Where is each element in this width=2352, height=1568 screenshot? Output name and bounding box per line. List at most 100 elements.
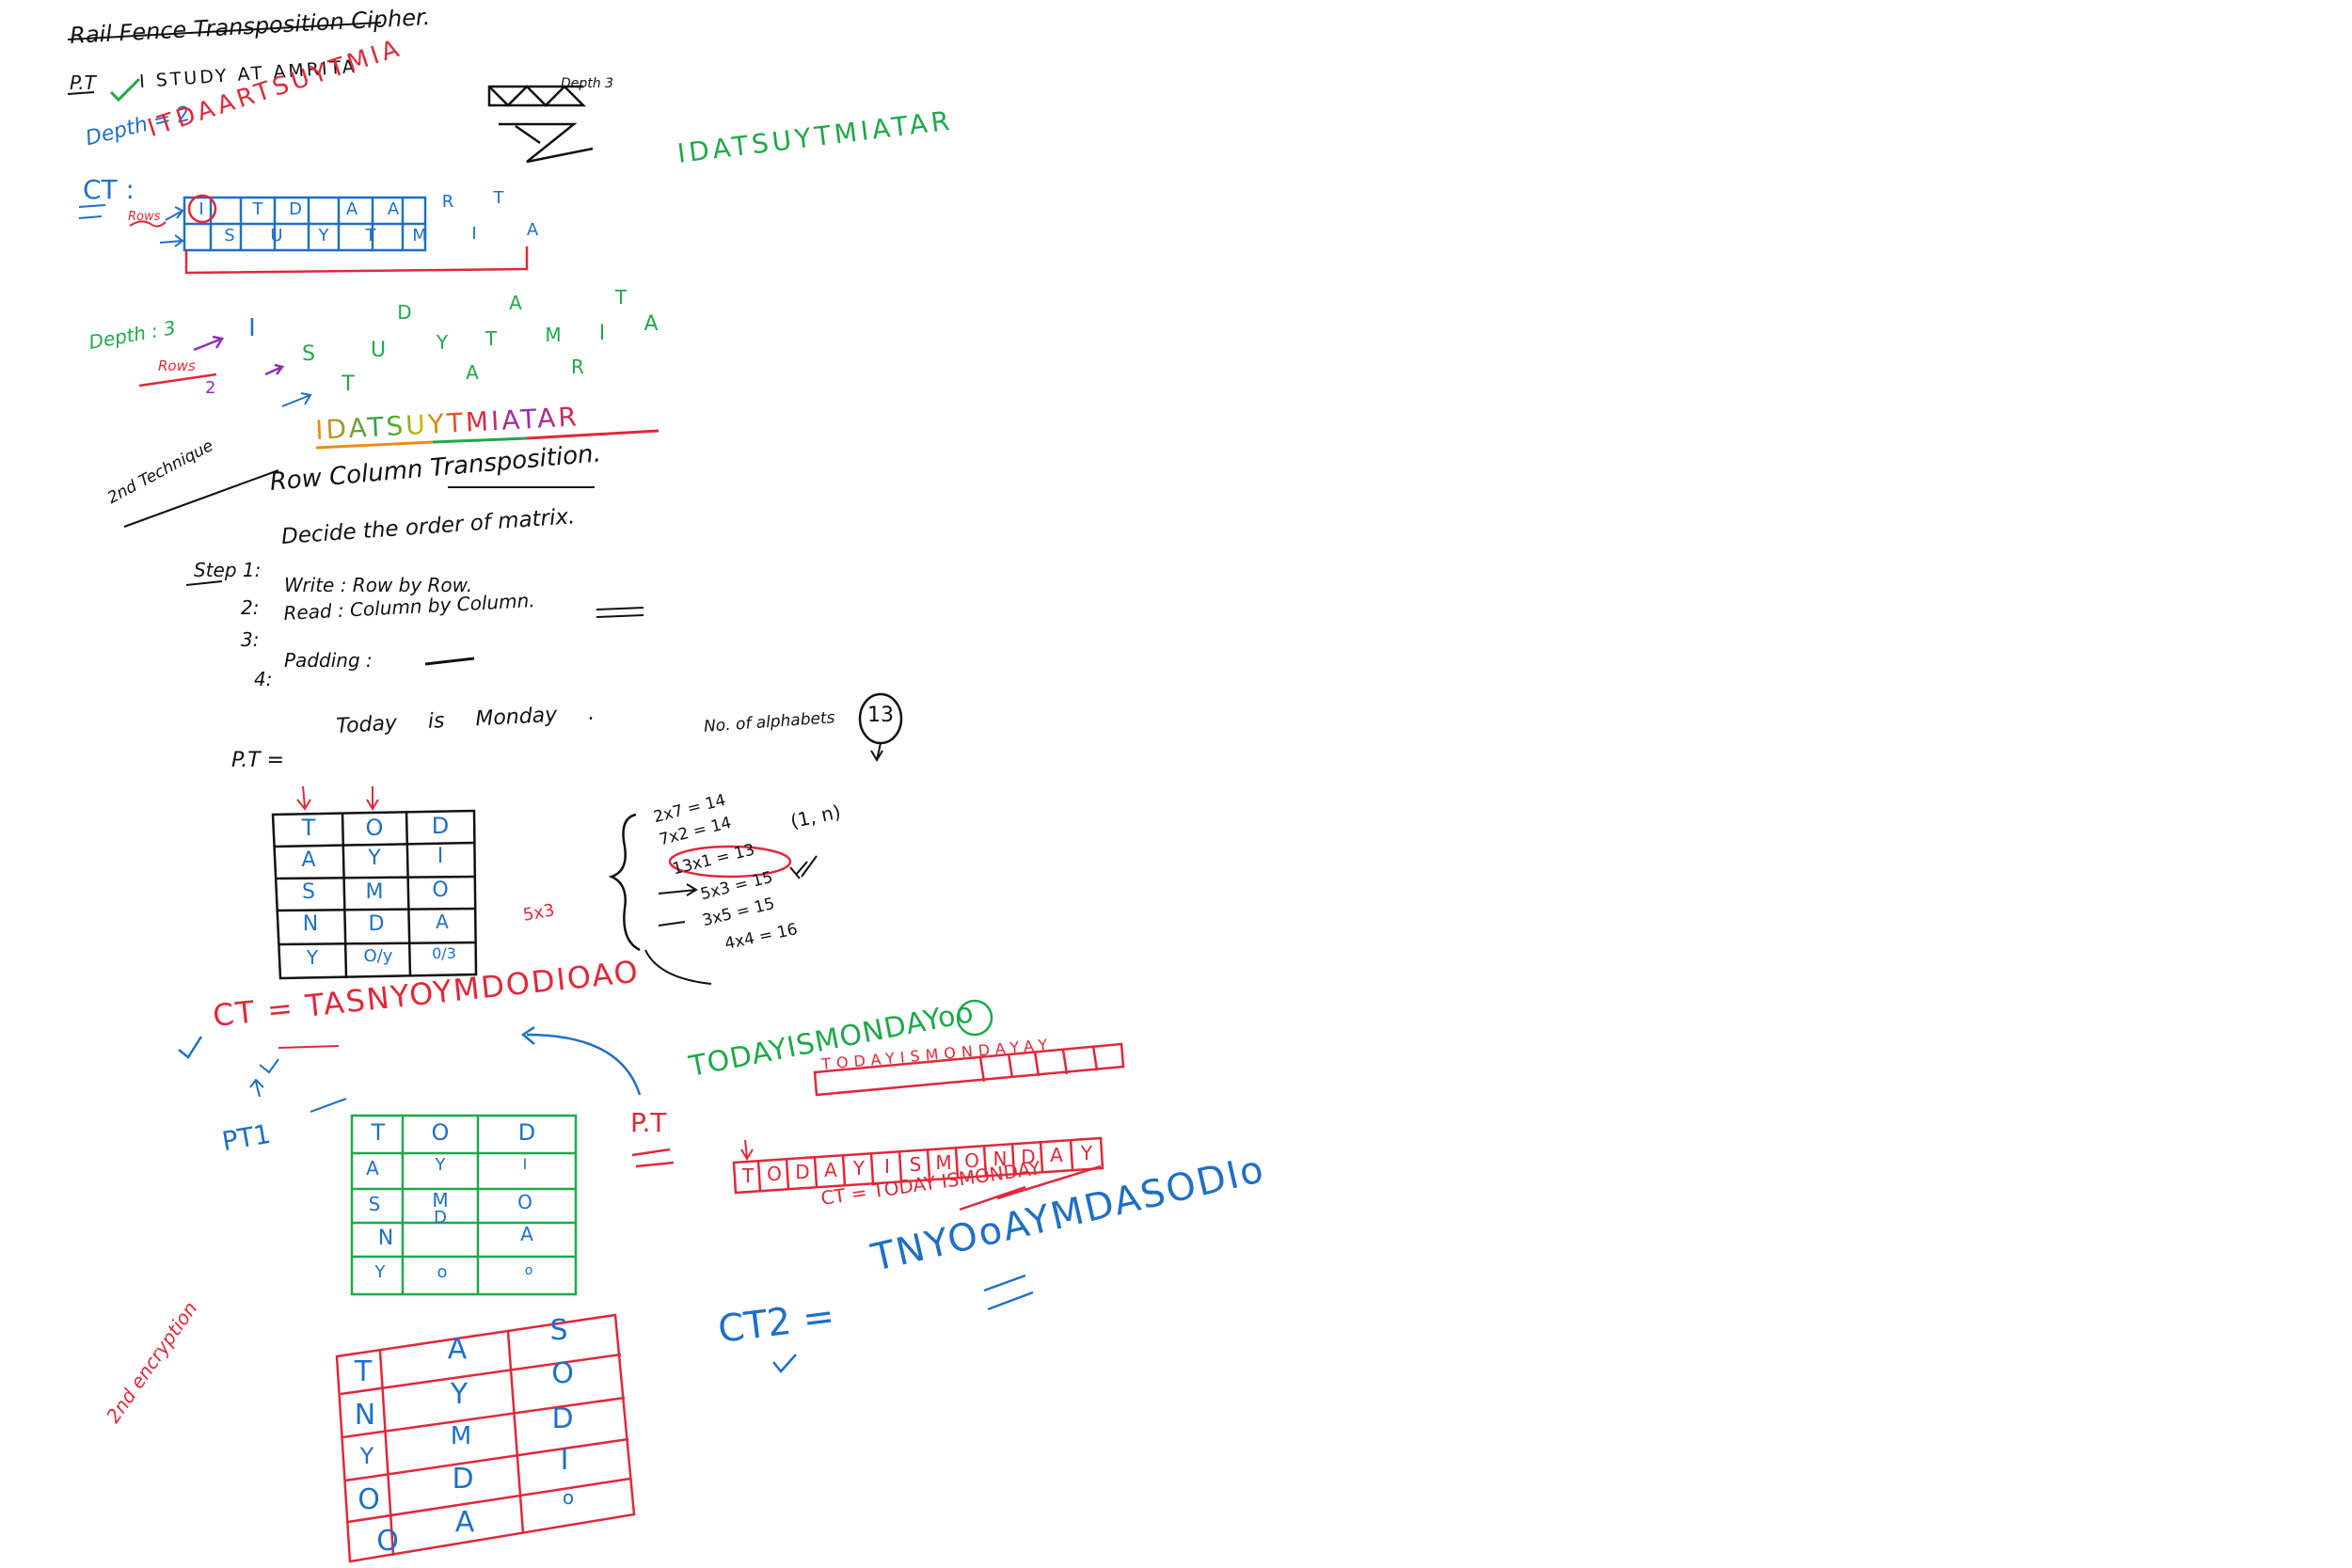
strip-cell: D [795, 1161, 810, 1183]
matrix1-cell: Y [368, 847, 381, 870]
tick-icon [109, 77, 141, 103]
strip-bottom [732, 1136, 1104, 1195]
rail3-row3-cell: T [342, 372, 355, 396]
strip-cell: N [993, 1148, 1008, 1170]
matrix-red-cell: T [354, 1355, 373, 1388]
rail-row2-cell: S [224, 226, 235, 245]
title-underline [67, 22, 382, 40]
tick-icon [178, 1036, 203, 1059]
matrix-red-cell: D [452, 1463, 474, 1496]
matrix-red-cell: D [551, 1402, 574, 1435]
rail-row1-cell: R [441, 192, 454, 212]
matrix1-cell: Y [306, 946, 319, 969]
zigzag-label: Depth 3 [561, 76, 613, 91]
matrix-red-cell: o [562, 1486, 575, 1509]
technique-step-num: 3: [241, 628, 260, 651]
rail-ct-label: CT : [83, 174, 135, 205]
rail3-row2-cell: T [485, 327, 498, 350]
matrix1-cell: A [301, 848, 316, 872]
rail-row2-cell: I [471, 224, 477, 244]
matrix-red-cell: S [549, 1314, 568, 1347]
lower-pt-label: P.T [630, 1107, 667, 1138]
rail3-row1-cell: A [509, 292, 522, 314]
rail3-row2-cell: I [598, 322, 606, 345]
technique-step-num: Step 1: [194, 559, 262, 581]
highlight-oval [668, 845, 792, 879]
rail3-row1-cell: D [397, 301, 412, 324]
rail-row1-cell: T [252, 199, 263, 219]
matrix-red-cell: Y [450, 1378, 469, 1411]
rail-rows-label: Rows [128, 210, 161, 224]
matrix-green-cell: O [431, 1119, 450, 1146]
matrix-red-grid [335, 1313, 636, 1563]
matrix-black-grid [271, 809, 478, 980]
curved-arrow [526, 1033, 642, 1096]
rail-bracket [184, 246, 529, 275]
arrow-icon [296, 785, 311, 811]
arrow-icon [193, 335, 224, 352]
rail3-row2-cell: M [545, 324, 562, 346]
matrix-green-cell: T [371, 1119, 386, 1146]
arrow-icon [658, 883, 698, 896]
matrix-green-cell: M [432, 1189, 449, 1212]
rail-row1-cell: A [387, 199, 400, 219]
curly-brace [608, 813, 641, 952]
strip-cell: O [767, 1163, 782, 1185]
rail-depth3-rows-label: Rows [158, 357, 196, 374]
arrow-icon [159, 234, 184, 247]
matrix-green-cell: D [517, 1119, 536, 1146]
matrix1-cell: 0/3 [432, 944, 456, 962]
matrix-red-cell: M [450, 1422, 472, 1450]
matrix1-cell: O [365, 815, 384, 841]
matrix-green-cell: D [434, 1208, 447, 1227]
padding-circle [956, 999, 993, 1037]
matrix-green-cell: Y [374, 1262, 386, 1282]
matrix1-cell: N [302, 912, 319, 936]
alphabet-count-value: 13 [867, 704, 894, 727]
matrix1-cell: T [301, 815, 316, 841]
matrix-green-cell: o [524, 1263, 533, 1278]
matrix-green-cell: A [520, 1223, 533, 1245]
matrix-green-cell: A [366, 1157, 379, 1180]
strip-cell: A [824, 1159, 837, 1181]
rail3-row3-cell: A [466, 361, 479, 384]
matrix1-cell: D [431, 813, 450, 839]
rail-row2-cell: Y [318, 226, 329, 245]
technique-step-num: 2: [241, 596, 260, 619]
matrix1-cell: S [302, 880, 315, 904]
strip-cell: T [741, 1164, 755, 1187]
rail-row1-cell: A [345, 199, 358, 219]
highlight-circle [187, 194, 217, 224]
arrow-icon [264, 363, 285, 376]
rail-row2-cell: T [365, 226, 376, 245]
rail-row2-cell: U [270, 226, 283, 245]
rail-row2-cell: M [412, 226, 427, 245]
matrix1-cell: I [437, 845, 444, 868]
matrix-green-cell: O [517, 1191, 532, 1213]
matrix-green-cell: S [368, 1193, 381, 1215]
strip-cell: D [1021, 1146, 1036, 1168]
technique-step-text: Write : Row by Row. [284, 574, 473, 596]
matrix1-cell: O [432, 879, 449, 902]
matrix-green-cell: N [377, 1227, 394, 1250]
matrix-red-cell: O [358, 1483, 380, 1516]
matrix1-cell: O/y [363, 946, 393, 966]
rail-pt-label: P.T [70, 71, 96, 94]
rail3-row3-cell: R [571, 356, 584, 378]
strip-cell: M [935, 1151, 952, 1174]
strip-cell: O [964, 1149, 979, 1172]
strip-cell: S [909, 1153, 922, 1176]
rail-depth3-row-num: 2 [205, 378, 216, 398]
arrow-icon [740, 1139, 754, 1161]
technique-step-text: Padding : [284, 649, 373, 672]
arrow-icon [165, 206, 184, 221]
strip-top [813, 1042, 1125, 1097]
rail3-row1-cell: I [248, 314, 256, 342]
matrix-red-cell: N [354, 1399, 376, 1432]
strip-cell: A [1050, 1144, 1063, 1166]
pt1-label: PT1 [219, 1117, 274, 1158]
matrix-red-cell: A [454, 1506, 475, 1539]
rail-row2-cell: A [526, 220, 539, 240]
rail3-row2-cell: Y [436, 331, 449, 354]
